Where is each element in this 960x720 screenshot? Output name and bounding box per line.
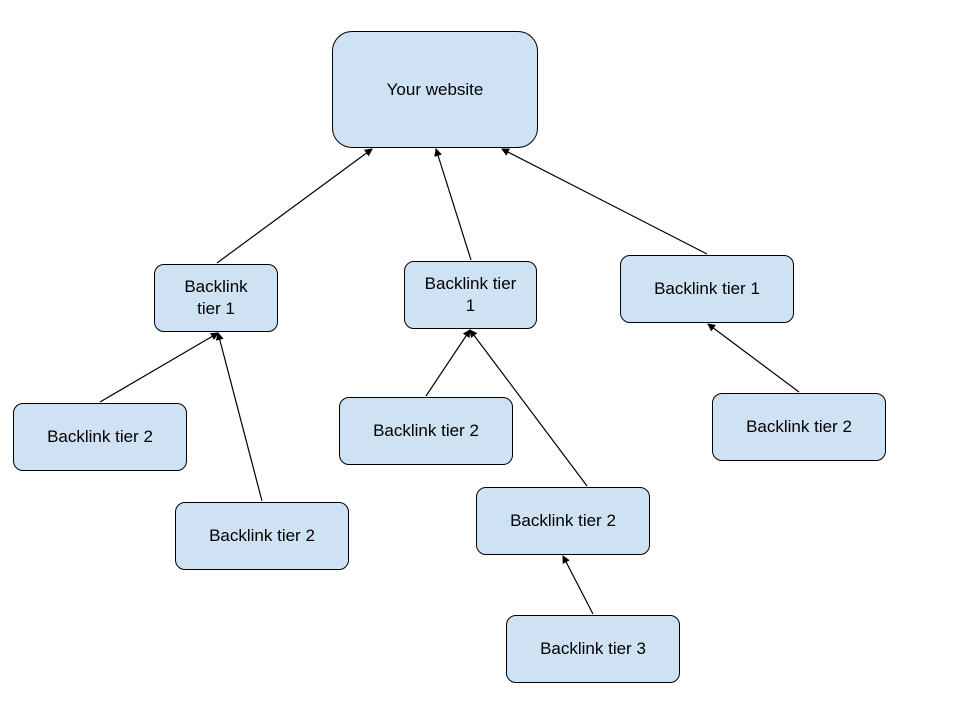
node-label: Backlink tier 2 — [209, 526, 315, 545]
node-label: Backlink tier 2 — [510, 511, 616, 530]
node-backlink-tier-2-right: Backlink tier 2 — [712, 393, 886, 461]
node-label: Backlink tier 2 — [746, 417, 852, 436]
node-label: Backlink tier 2 — [373, 421, 479, 440]
edge-t2_r-to-t1_right — [707, 323, 800, 393]
node-label: Backlink tier 2 — [47, 427, 153, 446]
node-label: Your website — [386, 79, 484, 99]
edge-t2_ll-to-t1_left — [99, 332, 219, 403]
node-backlink-tier-1-right: Backlink tier 1 — [620, 255, 794, 323]
edge-t2_ml-to-t1_mid — [425, 329, 471, 397]
node-backlink-tier-2-left-a: Backlink tier 2 — [13, 403, 187, 471]
node-label: Backlink tier 1 — [654, 279, 760, 298]
edge-t2_lr-to-t1_left — [215, 332, 263, 502]
edge-t3-to-t2_mr — [562, 555, 594, 615]
node-label: Backlink tier 3 — [540, 639, 646, 658]
node-backlink-tier-2-middle-a: Backlink tier 2 — [339, 397, 513, 465]
node-backlink-tier-2-left-b: Backlink tier 2 — [175, 502, 349, 570]
edge-t1_left-to-website — [216, 148, 373, 264]
node-backlink-tier-3: Backlink tier 3 — [506, 615, 680, 683]
edge-t1_mid-to-website — [434, 148, 472, 261]
node-your-website: Your website — [332, 31, 538, 148]
edge-t2_mr-to-t1_mid — [469, 329, 588, 487]
node-backlink-tier-2-middle-b: Backlink tier 2 — [476, 487, 650, 555]
edge-t1_right-to-website — [501, 148, 708, 255]
